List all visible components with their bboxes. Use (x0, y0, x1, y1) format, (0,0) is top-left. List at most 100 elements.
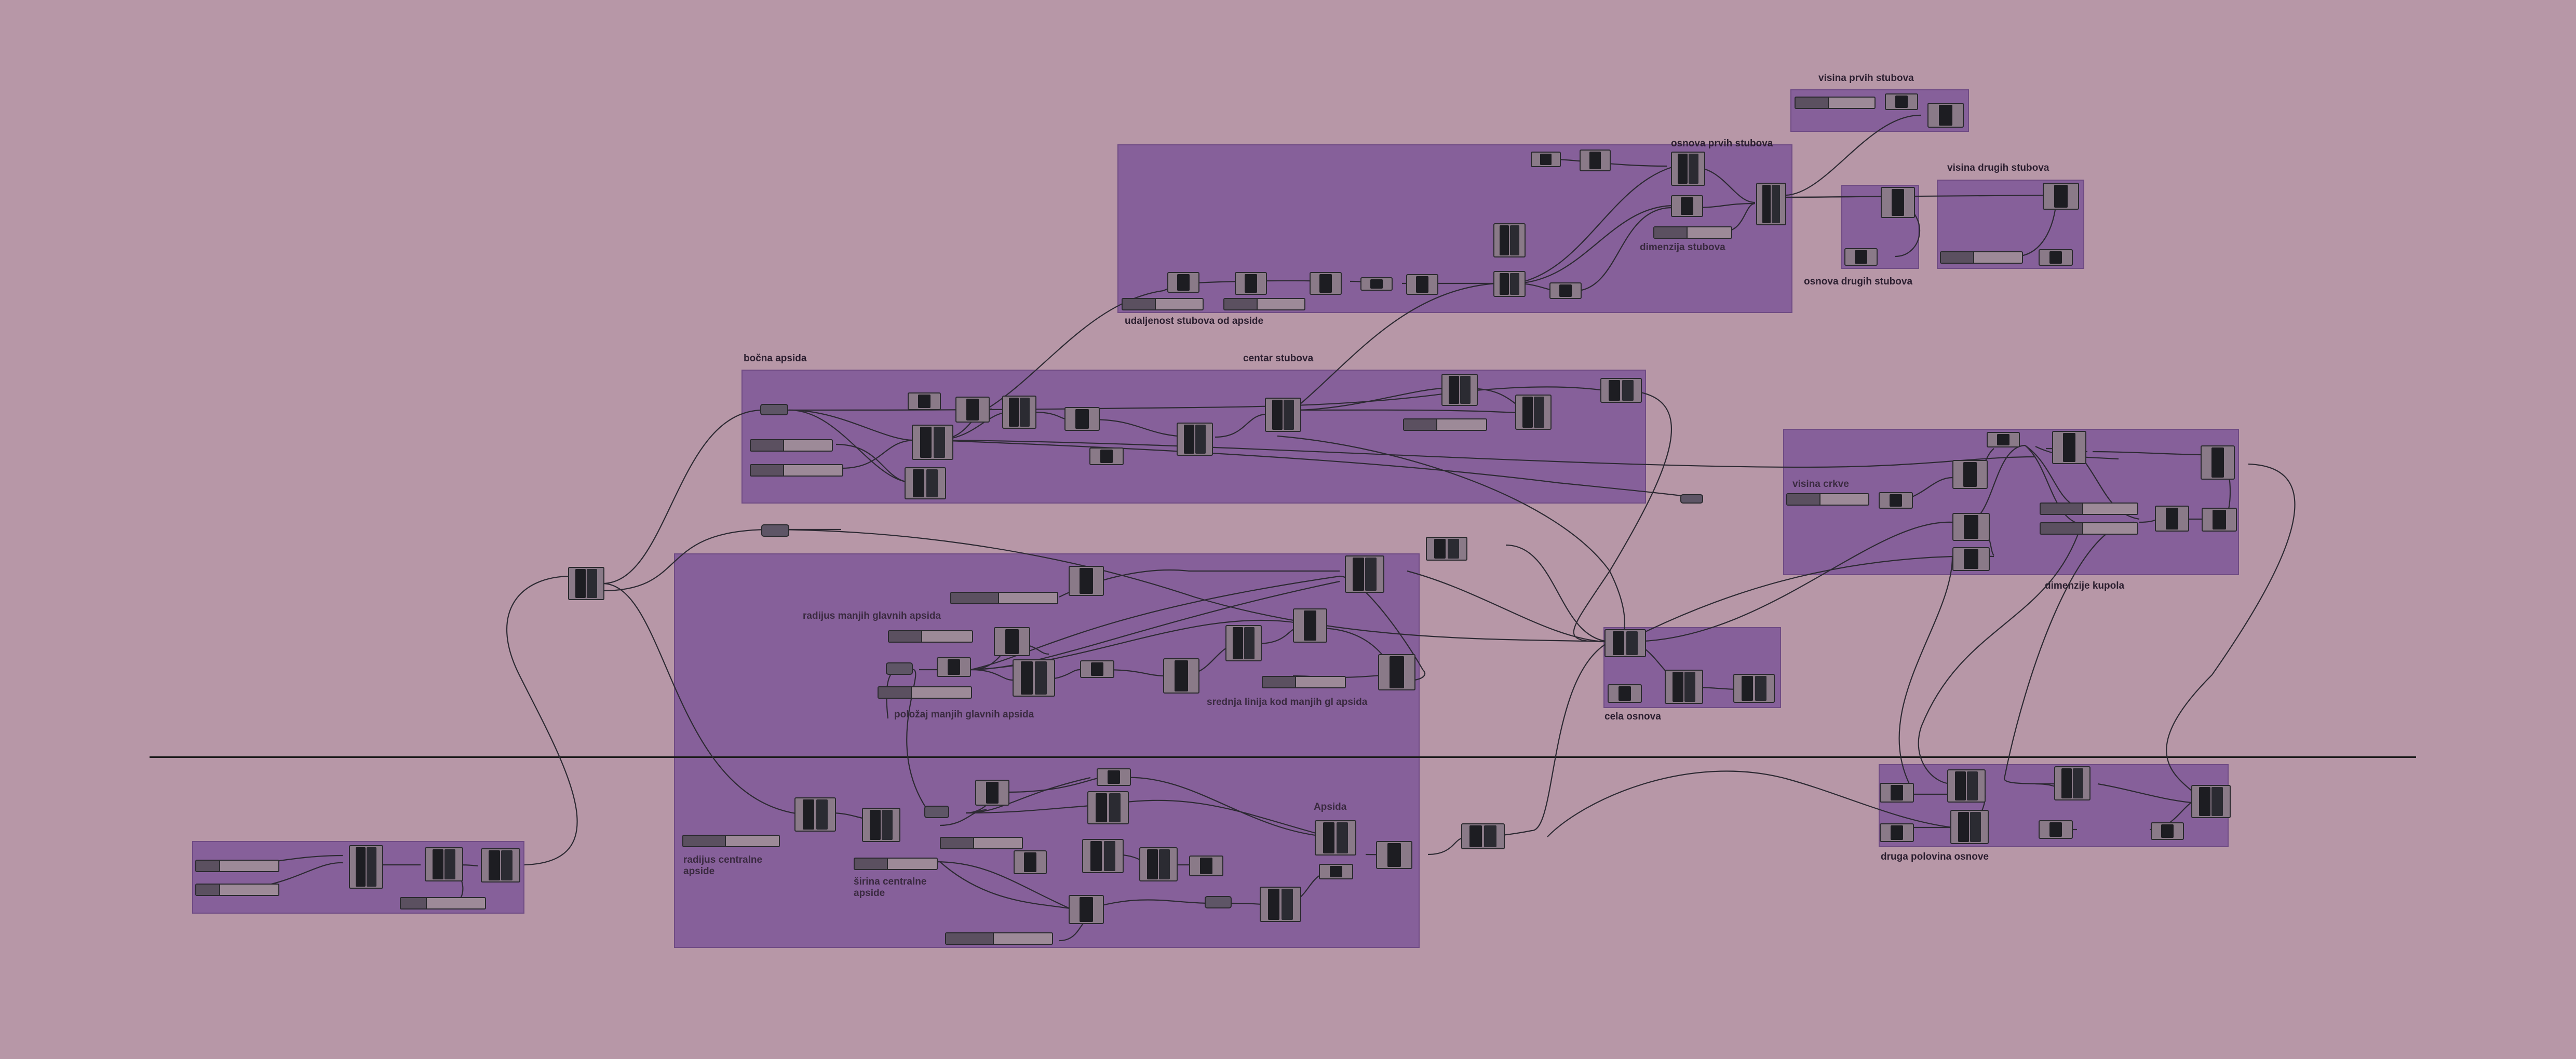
component[interactable] (1950, 810, 1989, 844)
component[interactable] (2191, 785, 2231, 818)
number-slider[interactable] (2040, 503, 2138, 515)
relay-node[interactable] (760, 404, 788, 415)
number-slider[interactable] (950, 592, 1058, 604)
component[interactable] (1406, 274, 1438, 295)
component[interactable] (1844, 248, 1878, 266)
component[interactable] (1880, 783, 1914, 803)
component[interactable] (349, 845, 383, 889)
component[interactable] (1461, 823, 1505, 849)
component[interactable] (1013, 659, 1055, 697)
component[interactable] (1881, 187, 1915, 218)
number-slider[interactable] (1403, 418, 1487, 431)
component[interactable] (1580, 150, 1611, 171)
relay-node[interactable] (1680, 494, 1703, 504)
component[interactable] (2043, 183, 2079, 210)
number-slider[interactable] (1262, 676, 1346, 688)
component[interactable] (1177, 423, 1213, 456)
number-slider[interactable] (2040, 522, 2138, 535)
component[interactable] (1515, 395, 1552, 430)
number-slider[interactable] (878, 686, 972, 699)
component[interactable] (1069, 566, 1104, 596)
component[interactable] (1952, 547, 1990, 571)
component[interactable] (1493, 223, 1526, 257)
number-slider[interactable] (400, 897, 486, 909)
number-slider[interactable] (195, 860, 279, 872)
component[interactable] (1376, 841, 1412, 869)
number-slider[interactable] (854, 858, 938, 870)
component[interactable] (1260, 887, 1301, 922)
number-slider[interactable] (750, 464, 843, 477)
component[interactable] (1549, 282, 1582, 299)
number-slider[interactable] (1122, 298, 1204, 310)
component[interactable] (1665, 670, 1703, 704)
component[interactable] (1608, 684, 1642, 703)
component[interactable] (975, 780, 1009, 806)
component[interactable] (1600, 378, 1642, 403)
component[interactable] (1947, 769, 1986, 803)
component[interactable] (1014, 850, 1047, 874)
component[interactable] (1002, 396, 1036, 429)
component[interactable] (1345, 555, 1384, 593)
component[interactable] (1089, 447, 1124, 465)
relay-node[interactable] (1205, 896, 1232, 908)
component[interactable] (1310, 272, 1342, 295)
component[interactable] (2202, 508, 2237, 532)
number-slider[interactable] (750, 439, 833, 452)
component[interactable] (1733, 674, 1775, 703)
component[interactable] (1235, 272, 1267, 295)
component[interactable] (1952, 460, 1988, 489)
component[interactable] (1885, 93, 1918, 110)
component[interactable] (994, 627, 1030, 656)
component[interactable] (481, 848, 520, 883)
number-slider[interactable] (682, 835, 780, 847)
component[interactable] (1189, 856, 1223, 876)
component[interactable] (955, 397, 990, 423)
component[interactable] (908, 392, 941, 410)
component[interactable] (2054, 766, 2091, 800)
relay-node[interactable] (761, 524, 789, 537)
component[interactable] (2201, 445, 2235, 480)
component[interactable] (912, 425, 953, 460)
component[interactable] (1378, 654, 1415, 690)
component[interactable] (862, 808, 900, 842)
number-slider[interactable] (940, 837, 1023, 849)
component[interactable] (1097, 768, 1131, 786)
number-slider[interactable] (1786, 493, 1869, 506)
component[interactable] (1493, 271, 1526, 297)
component[interactable] (1531, 152, 1561, 167)
component[interactable] (2052, 431, 2086, 464)
component[interactable] (794, 797, 836, 832)
component[interactable] (1987, 432, 2020, 447)
component[interactable] (1163, 658, 1199, 694)
number-slider[interactable] (1223, 298, 1305, 310)
component[interactable] (1671, 195, 1703, 217)
component[interactable] (1167, 272, 1199, 293)
component[interactable] (1927, 103, 1964, 128)
number-slider[interactable] (195, 884, 279, 896)
component[interactable] (2155, 506, 2189, 532)
component[interactable] (905, 467, 946, 499)
number-slider[interactable] (1653, 226, 1732, 239)
component[interactable] (1756, 183, 1786, 225)
component[interactable] (1319, 864, 1353, 879)
component[interactable] (1064, 407, 1100, 431)
component[interactable] (1293, 608, 1327, 643)
component[interactable] (1139, 847, 1178, 881)
component[interactable] (1315, 820, 1356, 856)
component[interactable] (1087, 791, 1129, 824)
component[interactable] (1441, 374, 1478, 406)
component[interactable] (1426, 537, 1467, 561)
component[interactable] (1080, 660, 1114, 678)
component[interactable] (2039, 249, 2073, 266)
component[interactable] (568, 567, 604, 600)
component[interactable] (1880, 823, 1914, 842)
relay-node[interactable] (924, 806, 949, 818)
component[interactable] (2039, 820, 2073, 839)
number-slider[interactable] (1795, 97, 1876, 109)
component[interactable] (1952, 513, 1990, 541)
component[interactable] (1604, 629, 1646, 657)
component[interactable] (1082, 839, 1124, 873)
component[interactable] (1225, 625, 1262, 661)
number-slider[interactable] (888, 630, 973, 643)
